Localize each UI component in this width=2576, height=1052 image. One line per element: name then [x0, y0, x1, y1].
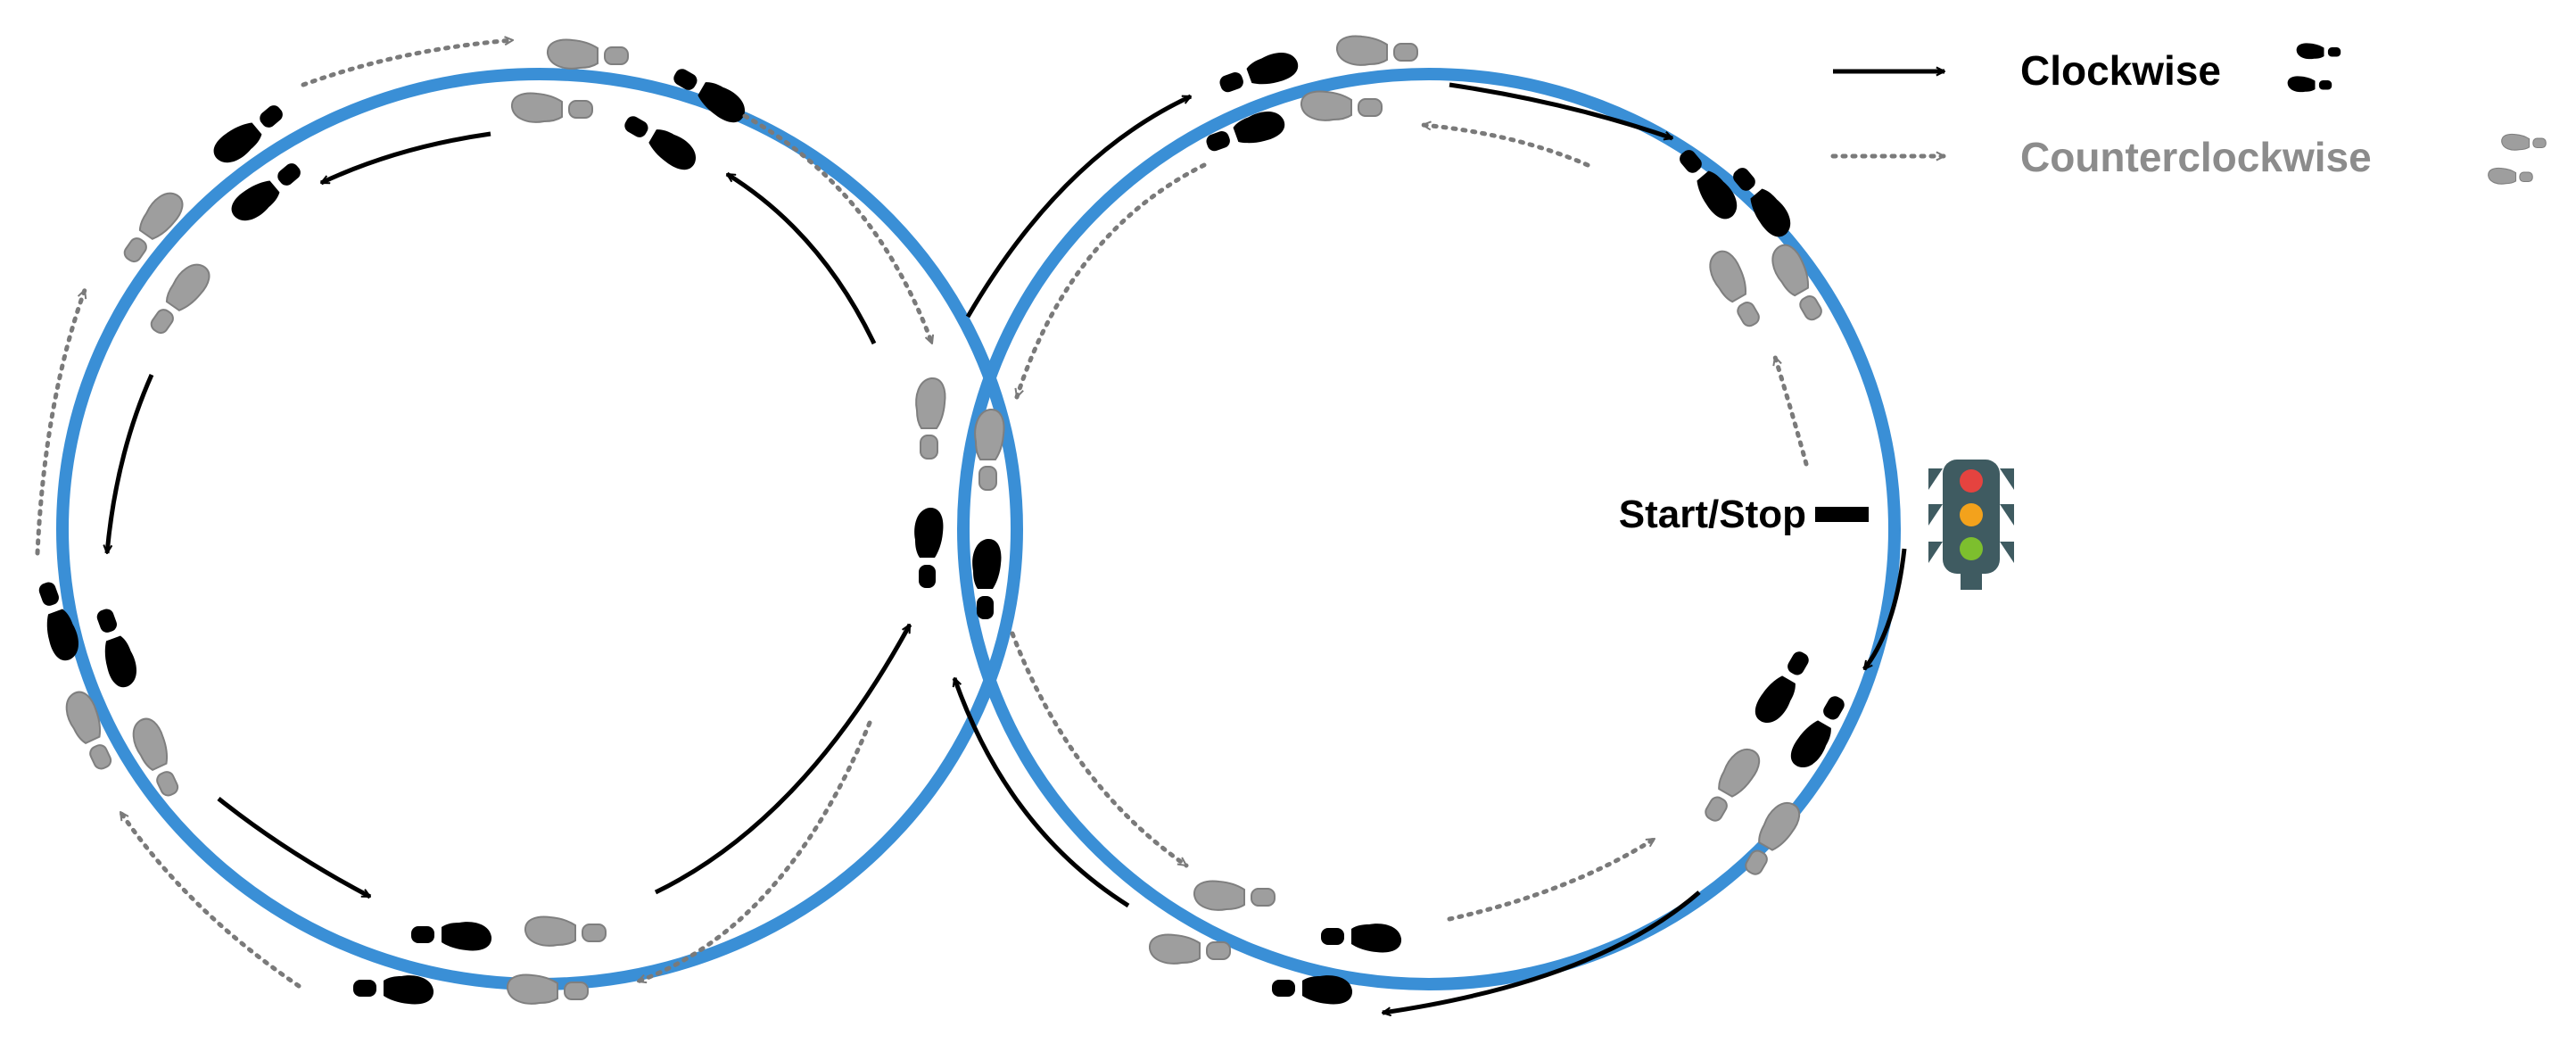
- gray-footprint-icon: [144, 256, 216, 342]
- black-footprint-icon: [87, 605, 143, 692]
- arrow-right-bottom: [1383, 890, 1701, 1013]
- gray-footprint-icon: [915, 377, 946, 460]
- ccw-arrow-left-bottom-right: [635, 720, 872, 984]
- ccw-arrow-right-upper-left: [1017, 162, 1207, 400]
- arrow-left-side: [107, 373, 154, 553]
- black-footprint-icon: [353, 975, 434, 1005]
- arrow-left-bottom-right: [654, 625, 912, 895]
- black-footprint-icon: [618, 110, 703, 176]
- black-footprint-icon: [2287, 76, 2332, 93]
- black-footprint-icon: [208, 96, 289, 170]
- ccw-arrow-right-bottom: [1447, 836, 1657, 922]
- arrow-left-top: [321, 131, 491, 186]
- gray-footprint-icon: [1738, 795, 1806, 882]
- ccw-arrow-left-side: [35, 287, 87, 556]
- start-stop-marker: Start/Stop: [1619, 493, 1869, 536]
- gray-footprint-icon: [510, 92, 593, 123]
- arrow-right-bottom-left: [952, 678, 1130, 908]
- legend-counterclockwise-label: Counterclockwise: [2020, 134, 2372, 180]
- arrow-left-upper: [727, 171, 877, 345]
- traffic-light-icon: [1928, 460, 2014, 590]
- gray-footprint-icon: [546, 38, 629, 70]
- ccw-arrow-right-side: [1775, 354, 1809, 467]
- arrow-right-upper-left: [965, 94, 1191, 319]
- gray-footprint-icon: [1193, 880, 1276, 911]
- ccw-arrow-right-bottom-left: [1010, 631, 1189, 868]
- legend: Clockwise Counterclockwise: [1830, 43, 2547, 185]
- gray-footprint-icon: [1702, 245, 1770, 332]
- clockwise-arrows: [107, 82, 1907, 1013]
- gray-footprint-icon: [126, 713, 188, 801]
- arrow-right-side: [1862, 548, 1907, 669]
- black-footprint-icon: [1272, 975, 1353, 1005]
- legend-clockwise: Clockwise: [1833, 43, 2341, 94]
- black-footprint-icon: [972, 538, 1002, 619]
- ccw-arrow-left-top: [301, 40, 516, 87]
- start-stop-label: Start/Stop: [1619, 493, 1806, 536]
- ccw-arrow-left-upper: [742, 113, 935, 346]
- left-loop: [56, 68, 1023, 990]
- gray-footprint-icon: [1335, 35, 1418, 66]
- ccw-arrow-left-bottom-left: [118, 809, 301, 989]
- left-loop-footprints: [29, 38, 752, 1005]
- black-footprint-icon: [914, 507, 944, 588]
- legend-clockwise-label: Clockwise: [2020, 47, 2221, 94]
- right-loop: [957, 68, 1901, 990]
- gray-footprint-icon: [2488, 167, 2533, 185]
- gray-footprint-icon: [1698, 741, 1766, 828]
- gray-footprint-icon: [2501, 133, 2547, 151]
- black-footprint-icon: [226, 154, 307, 228]
- gray-footprint-icon: [524, 915, 607, 947]
- arrow-left-bottom-left: [217, 797, 370, 899]
- gray-footprint-icon: [974, 408, 1005, 491]
- start-stop-bar: [1815, 507, 1869, 522]
- black-footprint-icon: [411, 922, 492, 951]
- ccw-arrow-right-top: [1420, 125, 1590, 168]
- counterclockwise-arrows: [35, 40, 1809, 989]
- black-footprint-icon: [1321, 924, 1402, 953]
- gray-footprint-icon: [1300, 90, 1383, 121]
- black-footprint-icon: [1749, 645, 1815, 730]
- legend-counterclockwise: Counterclockwise: [1830, 133, 2547, 185]
- arrow-right-top: [1449, 82, 1672, 141]
- black-footprint-icon: [2296, 43, 2341, 60]
